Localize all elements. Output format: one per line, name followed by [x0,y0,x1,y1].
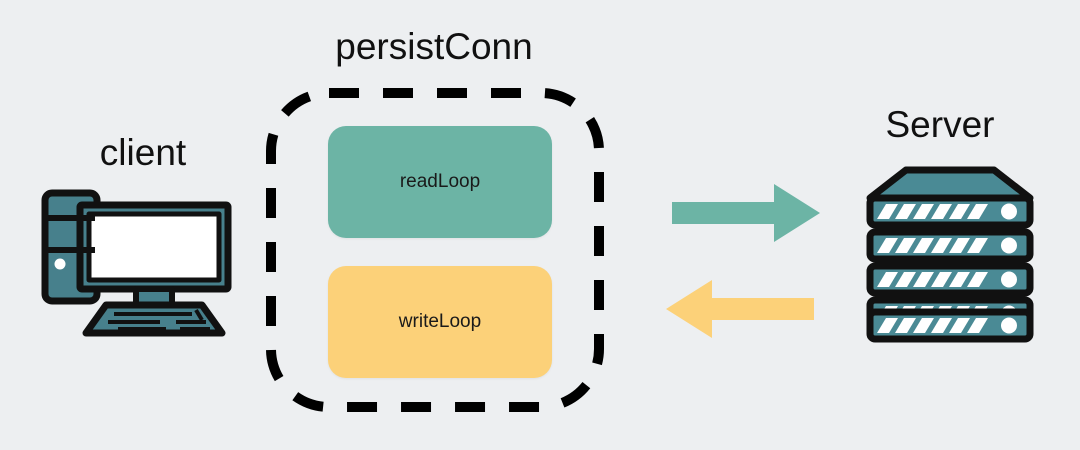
persistconn-container [266,88,604,412]
response-arrow-left-icon [664,278,814,340]
server-label: Server [885,104,995,145]
server-rack-icon [864,162,1036,344]
persistconn-title: persistConn [335,26,533,67]
writeloop-label: writeLoop [398,311,482,332]
request-arrow-right-icon [672,182,822,244]
readloop-label: readLoop [399,171,481,192]
client-label: client [99,132,187,173]
readloop-node[interactable]: readLoop [328,126,552,238]
dashed-border-shape [266,88,604,412]
writeloop-node[interactable]: writeLoop [328,266,552,378]
desktop-computer-icon [40,188,250,338]
